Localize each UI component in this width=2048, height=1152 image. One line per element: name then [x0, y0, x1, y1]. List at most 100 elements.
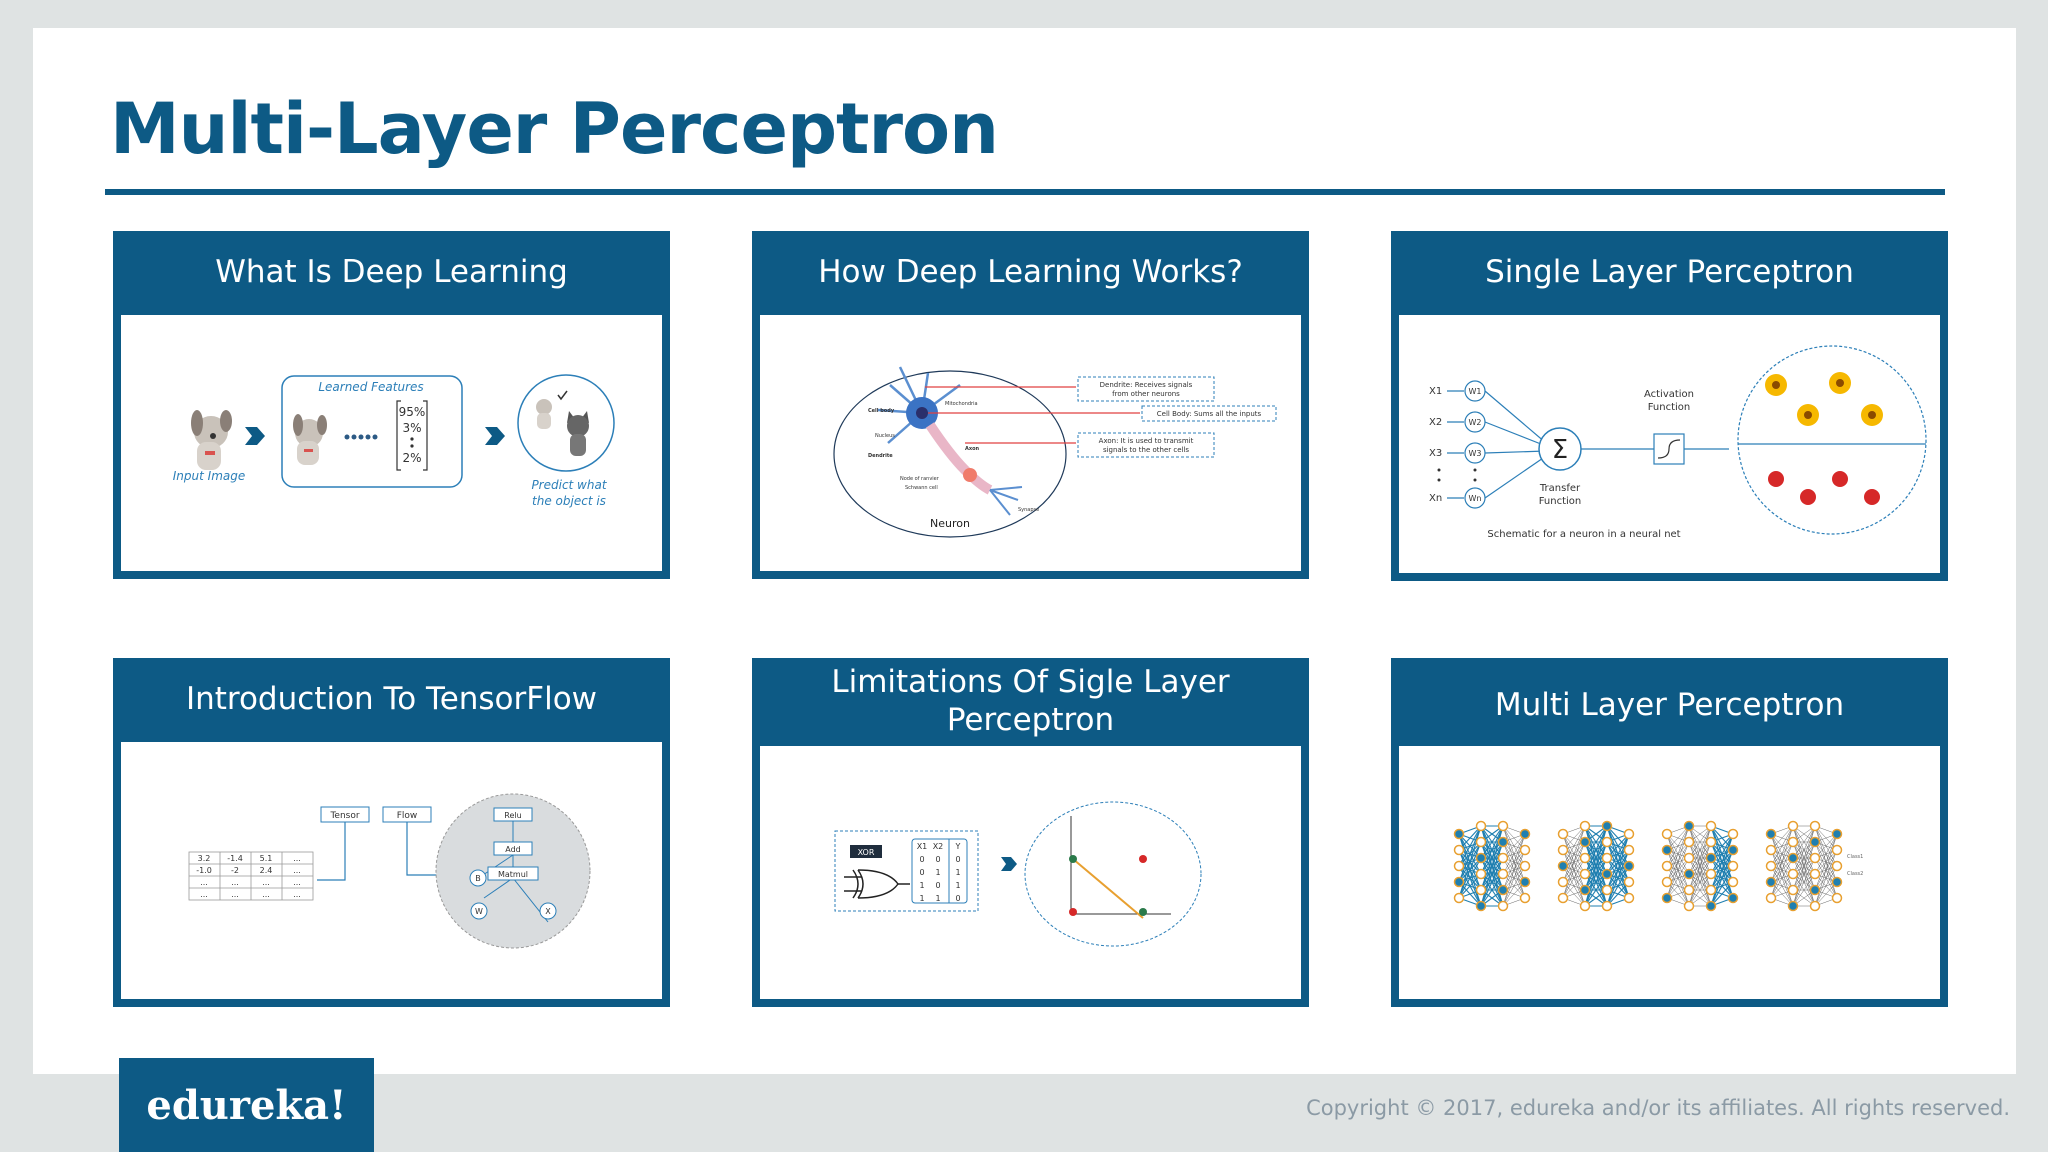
network-node [1727, 860, 1739, 872]
network-node [1475, 852, 1487, 864]
graph-node [539, 902, 557, 920]
network-node [1705, 884, 1717, 896]
network-node [1623, 844, 1635, 856]
perceptron-diagram: X1 X2 X3 Xn W1 W2 W3 Wn [1429, 345, 1927, 540]
network-node [1705, 852, 1717, 864]
card-multi-layer-perceptron[interactable]: Multi Layer Perceptron Class1 Class2 [1391, 658, 1948, 1007]
probability: 3% [402, 421, 421, 435]
dendrite-note-box [1077, 376, 1215, 402]
page-title: Multi-Layer Perceptron [110, 88, 999, 170]
network-node [1623, 876, 1635, 888]
tensor-table: 3.2 -1.4 5.1 ... -1.0 -2 2.4 ... ... ...… [188, 851, 314, 901]
network-node [1705, 900, 1717, 912]
weight-label: Wn [1469, 494, 1482, 503]
table-cell: -1.0 [196, 866, 212, 875]
table-cell: ... [293, 866, 301, 875]
graph-node [493, 807, 533, 822]
network-node [1683, 900, 1695, 912]
cellbody-note-box [1141, 405, 1277, 422]
dog-icon [191, 410, 232, 470]
node-label: X [545, 907, 551, 916]
network-node [1683, 852, 1695, 864]
network-node [1683, 836, 1695, 848]
network-node [1787, 836, 1799, 848]
network-node [1765, 844, 1777, 856]
network-node [1519, 828, 1531, 840]
axon-note-box [1077, 432, 1215, 458]
network-node [1453, 828, 1465, 840]
note-text: from other neurons [1112, 390, 1180, 398]
network-node [1809, 852, 1821, 864]
network-node [1579, 868, 1591, 880]
network-node [1787, 820, 1799, 832]
network-node [1497, 900, 1509, 912]
truth-table [911, 838, 968, 904]
card-single-layer-perceptron[interactable]: Single Layer Perceptron X1 X2 X3 Xn [1391, 231, 1948, 581]
network-node [1787, 868, 1799, 880]
xor-gate-icon [844, 869, 910, 899]
title-underline [105, 189, 1945, 195]
deep-learning-diagram: Input Image Learned Features 95% 3% 2% [173, 374, 615, 508]
data-point [1069, 855, 1077, 863]
table-cell: 5.1 [260, 854, 273, 863]
network-node [1705, 868, 1717, 880]
network-node [1601, 868, 1613, 880]
card-title: How Deep Learning Works? [818, 254, 1243, 291]
card-title: Introduction To TensorFlow [185, 681, 598, 718]
xor-diagram: XOR X1 X2 Y 0 0 0 0 1 1 1 0 1 1 [834, 801, 1202, 947]
card-introduction-to-tensorflow[interactable]: Introduction To TensorFlow 3.2 -1.4 5.1 … [113, 658, 670, 1007]
card-how-deep-learning-works[interactable]: How Deep Learning Works? Neuron Cell bod… [752, 231, 1309, 579]
probability: 2% [402, 451, 421, 465]
table-cell: 3.2 [198, 854, 211, 863]
network-node [1661, 892, 1673, 904]
network-node [1475, 884, 1487, 896]
network-node [1683, 820, 1695, 832]
arrow-icon [245, 427, 265, 445]
node-label: Add [505, 845, 521, 854]
nucleus [916, 407, 928, 419]
neuron-label: Neuron [930, 517, 970, 530]
copyright-text: Copyright © 2017, edureka and/or its aff… [1306, 1096, 2010, 1120]
network-node [1765, 876, 1777, 888]
transfer-label: Transfer [1539, 483, 1581, 494]
network-node [1497, 884, 1509, 896]
network-node [1579, 852, 1591, 864]
sigma-icon: Σ [1552, 435, 1568, 465]
xor-box [834, 830, 979, 912]
table-cell: ... [200, 878, 208, 887]
network-node [1557, 844, 1569, 856]
part-label: Schwann cell [905, 485, 938, 491]
probability: 95% [399, 405, 426, 419]
table-cell: ... [262, 878, 270, 887]
bracket [396, 400, 428, 471]
tensor-label: Tensor [329, 811, 359, 821]
network-node [1475, 820, 1487, 832]
card-thumbnail: XOR X1 X2 Y 0 0 0 0 1 1 1 0 1 1 [760, 746, 1301, 999]
network-node [1497, 852, 1509, 864]
network-node [1831, 860, 1843, 872]
graph-node [487, 866, 539, 881]
network-node [1661, 876, 1673, 888]
network-node [1705, 836, 1717, 848]
graph-node [469, 869, 487, 887]
note-text: Cell Body: Sums all the inputs [1157, 410, 1262, 418]
card-what-is-deep-learning[interactable]: What Is Deep Learning Input Image Learne… [113, 231, 670, 579]
arrow-icon [485, 427, 505, 445]
network-node [1601, 900, 1613, 912]
network-node [1787, 900, 1799, 912]
pointer-lines [925, 386, 1140, 444]
card-limitations-single-layer[interactable]: Limitations Of Sigle Layer Perceptron XO… [752, 658, 1309, 1007]
learned-features-label: Learned Features [318, 380, 423, 394]
network-node [1623, 892, 1635, 904]
network-node [1765, 892, 1777, 904]
network-node [1453, 876, 1465, 888]
network-node [1661, 844, 1673, 856]
network-node [1601, 852, 1613, 864]
card-thumbnail: 3.2 -1.4 5.1 ... -1.0 -2 2.4 ... ... ...… [121, 742, 662, 999]
arrow-icon [1001, 857, 1017, 871]
part-label: Synapse [1018, 507, 1039, 513]
learned-features-box [281, 375, 463, 488]
network-node [1727, 828, 1739, 840]
network-node [1705, 820, 1717, 832]
input-label: Xn [1429, 493, 1442, 504]
